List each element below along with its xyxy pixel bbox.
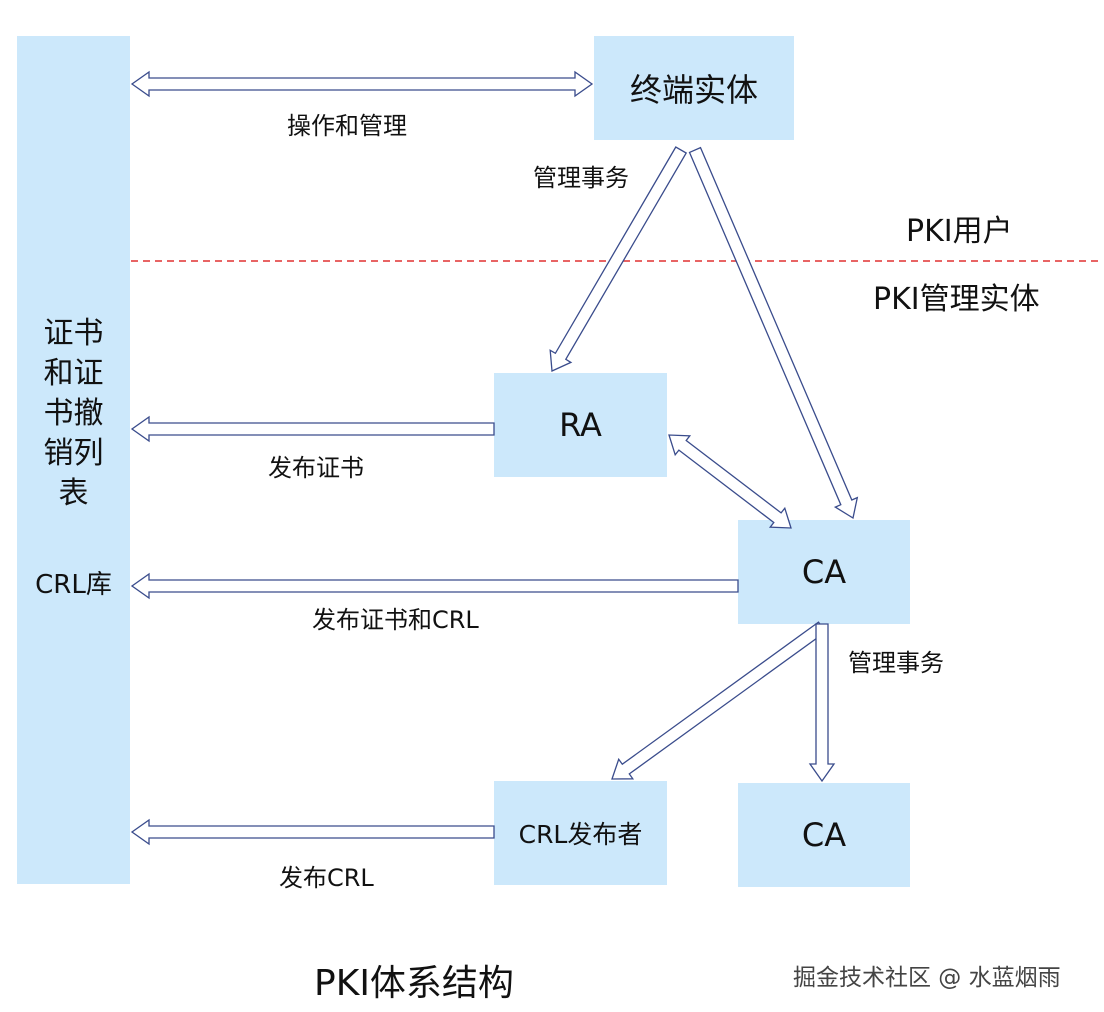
end-entity-box: 终端实体 bbox=[594, 36, 794, 140]
edge-label-publish-cert: 发布证书 bbox=[268, 454, 364, 482]
ca-main-label: CA bbox=[801, 553, 847, 591]
zone-label-lower: PKI管理实体 bbox=[873, 282, 1040, 317]
ra-box: RA bbox=[494, 373, 667, 477]
edge-label-operate-manage: 操作和管理 bbox=[287, 112, 407, 140]
arrow-end-entity-ca bbox=[688, 146, 859, 520]
arrow-repo-end-entity bbox=[130, 70, 594, 98]
arrow-end-entity-ra bbox=[549, 146, 688, 372]
arrow-ca-ca-sub bbox=[808, 623, 836, 783]
repository-subtitle: CRL库 bbox=[35, 570, 112, 600]
arrow-ca-crl-publisher bbox=[611, 621, 827, 780]
edge-label-mgmt-tx-top: 管理事务 bbox=[533, 164, 629, 192]
arrow-crl-publisher-repo bbox=[130, 818, 495, 846]
ca-sub-label: CA bbox=[801, 816, 847, 854]
ca-main-box: CA bbox=[738, 520, 910, 624]
ca-sub-box: CA bbox=[738, 783, 910, 887]
end-entity-label: 终端实体 bbox=[629, 71, 758, 109]
crl-publisher-box: CRL发布者 bbox=[494, 781, 667, 885]
ra-label: RA bbox=[559, 406, 602, 444]
repository-title: 证书和证书撤销列表 bbox=[43, 316, 104, 511]
arrow-ra-ca bbox=[668, 434, 792, 529]
arrow-ra-repo bbox=[130, 415, 495, 443]
zone-label-upper: PKI用户 bbox=[906, 214, 1013, 249]
edge-label-publish-crl: 发布CRL bbox=[279, 864, 374, 892]
arrow-ca-repo bbox=[130, 572, 739, 600]
edge-label-publish-cert-crl: 发布证书和CRL bbox=[312, 606, 479, 634]
repository-box: 证书和证书撤销列表 CRL库 bbox=[17, 36, 130, 884]
edge-label-mgmt-tx-bottom: 管理事务 bbox=[848, 649, 944, 677]
crl-publisher-label: CRL发布者 bbox=[518, 820, 643, 849]
watermark-text: 掘金技术社区 @ 水蓝烟雨 bbox=[793, 965, 1061, 991]
diagram-caption: PKI体系结构 bbox=[314, 963, 514, 1004]
